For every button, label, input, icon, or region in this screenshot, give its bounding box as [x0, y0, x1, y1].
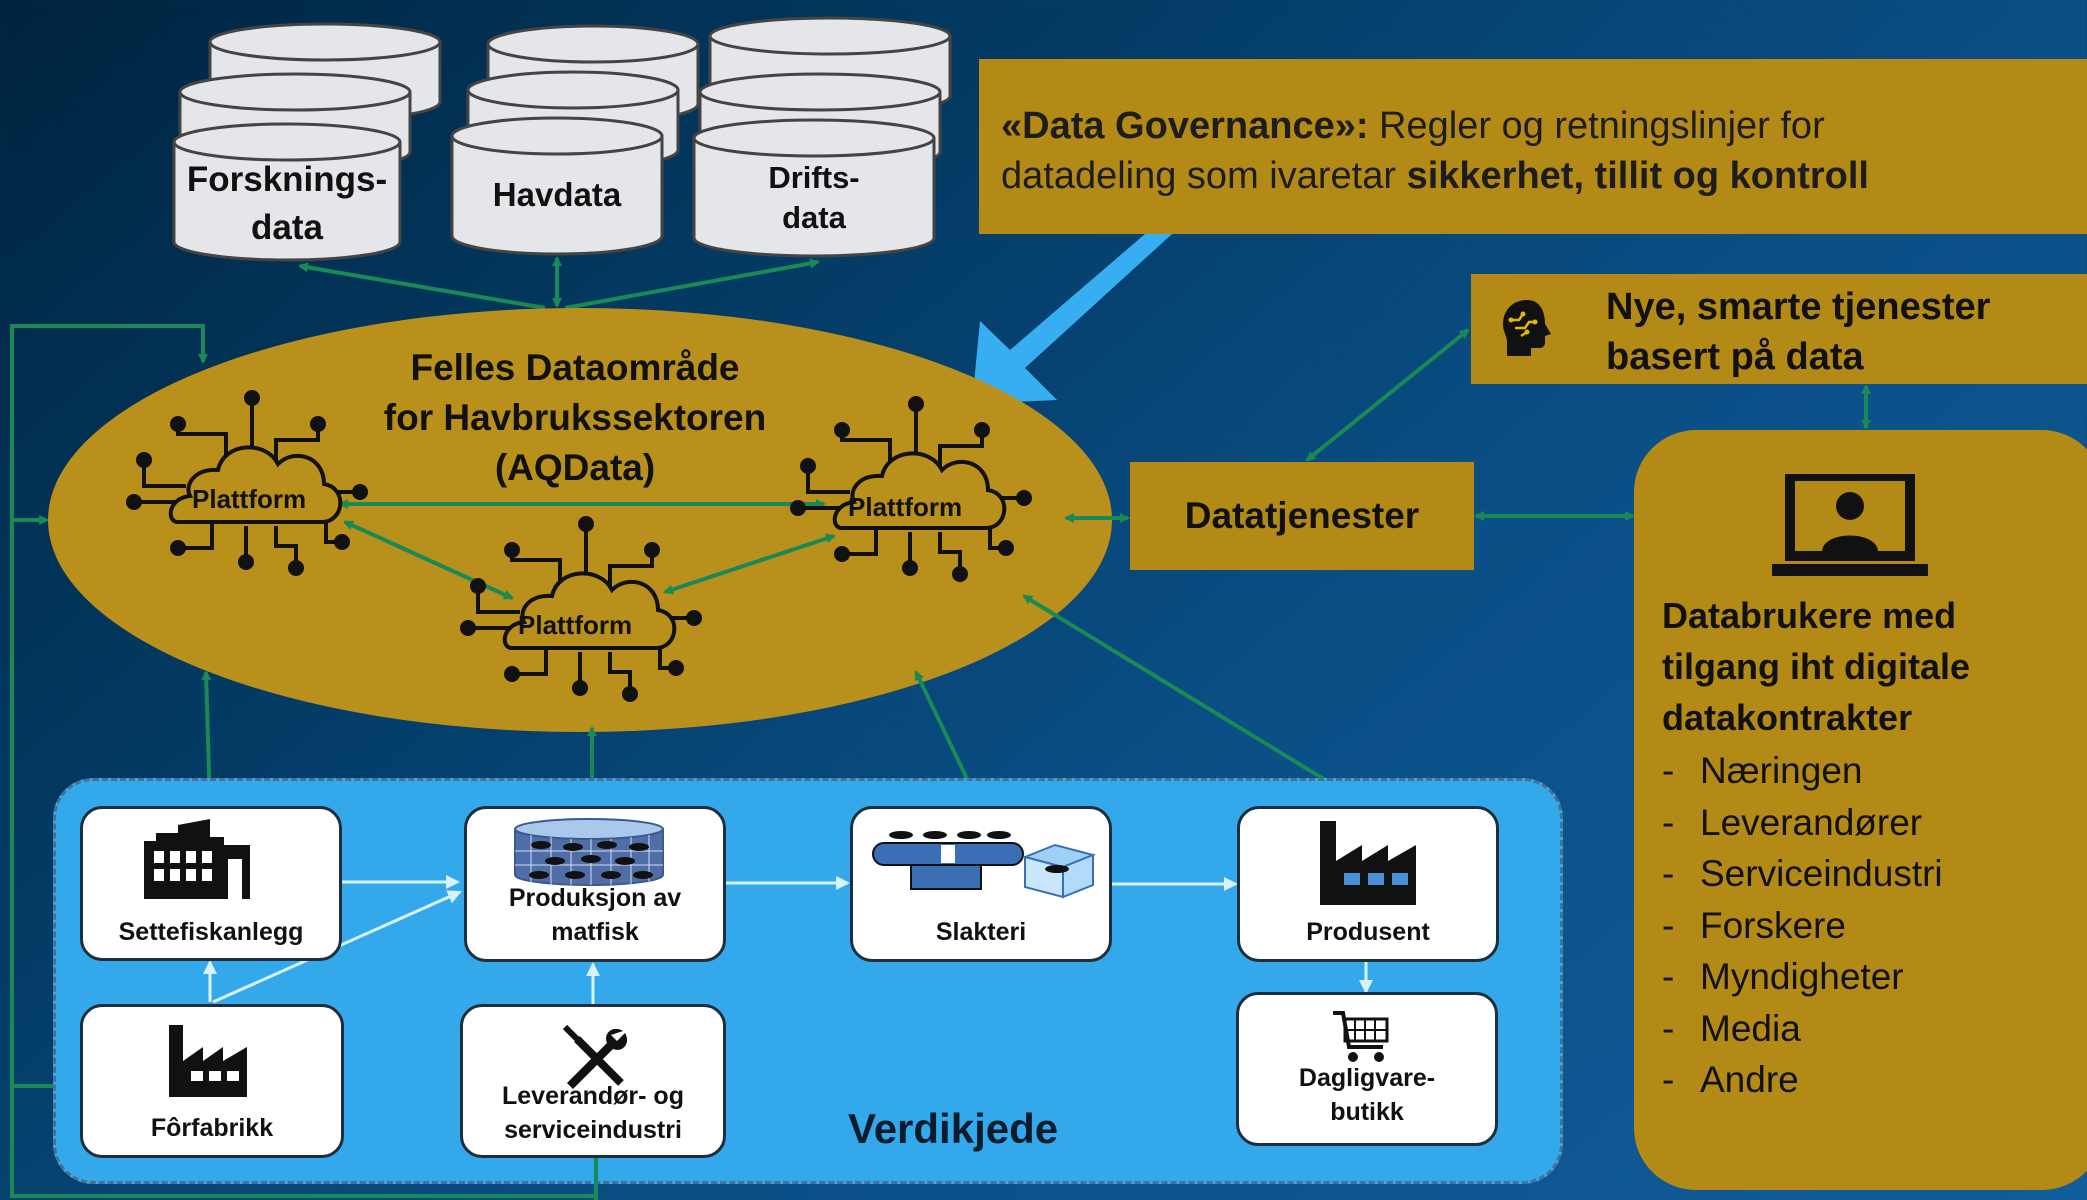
node-label: Produsent: [1306, 918, 1430, 946]
node-label: Slakteri: [935, 918, 1027, 946]
users-list-item: -Serviceindustri: [1662, 853, 1943, 894]
node-label: Leverandør- og: [502, 1082, 684, 1110]
platform-label: Plattform: [848, 492, 963, 522]
cloud-network-icon: [788, 394, 1034, 584]
platform-label: Plattform: [192, 484, 307, 514]
node-leverandor: Leverandør- og serviceindustri: [460, 1004, 726, 1158]
node-forfabrikk: Fôrfabrikk: [80, 1004, 344, 1158]
database-label-line: data: [782, 200, 846, 235]
shared-data-area-title: Felles Dataområde for Havbrukssektoren (…: [330, 343, 820, 493]
governance-text: datadeling som ivaretar: [1001, 155, 1407, 197]
area-title-line: for Havbrukssektoren: [383, 397, 767, 438]
database-stack-icon: [172, 22, 442, 262]
users-list-item: -Forskere: [1662, 904, 1846, 946]
users-list-item: -Myndigheter: [1662, 956, 1904, 997]
database-driftsdata: Drifts- data: [690, 10, 960, 260]
users-list-item: -Leverandører: [1662, 801, 1923, 843]
database-label-line: Havdata: [492, 176, 622, 213]
database-forskningsdata: Forsknings- data: [170, 12, 460, 262]
database-stack-icon: [450, 24, 700, 256]
governance-title: «Data Governance»:: [1001, 105, 1369, 147]
new-services-line: basert på data: [1606, 336, 1864, 378]
ai-head-icon: [1503, 300, 1551, 356]
factory-icon: [169, 1025, 247, 1097]
platform-label: Plattform: [518, 610, 633, 640]
node-label: serviceindustri: [504, 1116, 682, 1144]
node-settefiskanlegg: Settefiskanlegg: [80, 806, 342, 961]
data-users-box: Databrukere med tilgang iht digitale dat…: [1634, 430, 2087, 1190]
database-label-line: Drifts-: [768, 160, 860, 195]
area-title-line: Felles Dataområde: [410, 347, 740, 388]
governance-arrow: [972, 234, 1172, 404]
tools-icon: [562, 1024, 628, 1089]
laptop-user-icon: [1772, 474, 1928, 576]
node-label: matfisk: [551, 918, 639, 946]
value-chain-label: Verdikjede: [848, 1105, 1059, 1152]
fish-pen-icon: [514, 818, 664, 886]
node-produksjon: Produksjon av matfisk: [464, 806, 726, 962]
node-label: Settefiskanlegg: [118, 918, 304, 946]
shopping-cart-icon: [1333, 1011, 1389, 1062]
data-services-box: Datatjenester: [1130, 462, 1474, 570]
new-services-line: Nye, smarte tjenester: [1606, 286, 1991, 328]
users-list: -Næringen -Leverandører -Serviceindustri…: [1662, 745, 2087, 1106]
data-governance-box: «Data Governance»: Regler og retningslin…: [979, 59, 2087, 234]
cloud-network-icon: [124, 388, 370, 578]
processing-line-icon: [872, 831, 1097, 899]
governance-text: Regler og retningslinjer for: [1368, 105, 1825, 147]
node-dagligvare: Dagligvare- butikk: [1236, 992, 1498, 1146]
node-label: Fôrfabrikk: [150, 1114, 274, 1142]
node-produsent: Produsent: [1237, 806, 1499, 962]
cloud-network-icon: [458, 514, 704, 704]
users-list-item: -Næringen: [1662, 750, 1863, 791]
node-label: Produksjon av: [508, 884, 682, 912]
users-list-item: -Andre: [1662, 1059, 1799, 1100]
database-stack-icon: [692, 16, 952, 258]
users-heading-line: tilgang iht digitale: [1662, 646, 1970, 687]
new-services-box: Nye, smarte tjenester basert på data: [1471, 274, 2087, 384]
node-slakteri: Slakteri: [850, 806, 1112, 962]
factory-icon: [1320, 821, 1416, 905]
database-label-line: Forsknings-: [186, 160, 388, 199]
users-heading-line: datakontrakter: [1662, 697, 1913, 738]
users-list-item: -Media: [1662, 1007, 1801, 1049]
governance-emphasis: sikkerhet, tillit og kontroll: [1406, 155, 1869, 197]
node-label: Dagligvare-: [1298, 1064, 1436, 1092]
area-title-line: (AQData): [494, 447, 656, 488]
users-heading-line: Databrukere med: [1662, 595, 1957, 636]
factory-building-icon: [144, 819, 250, 899]
node-label: butikk: [1330, 1098, 1404, 1126]
database-havdata: Havdata: [448, 14, 708, 264]
database-label-line: data: [251, 208, 323, 247]
